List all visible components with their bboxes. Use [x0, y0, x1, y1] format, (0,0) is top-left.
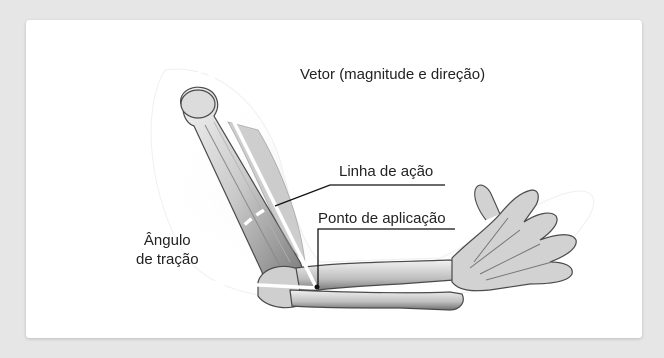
angle-label-line2: de tração [136, 250, 199, 269]
point-of-application-label: Ponto de aplicação [318, 209, 446, 228]
leader-line-of-action [275, 185, 445, 206]
line-of-action-label: Linha de ação [339, 162, 433, 181]
vector-label: Vetor (magnitude e direção) [300, 65, 485, 84]
angle-label-line1: Ângulo [136, 231, 199, 250]
point-of-application-marker [315, 285, 320, 290]
angle-of-pull-label: Ângulo de tração [136, 231, 199, 269]
